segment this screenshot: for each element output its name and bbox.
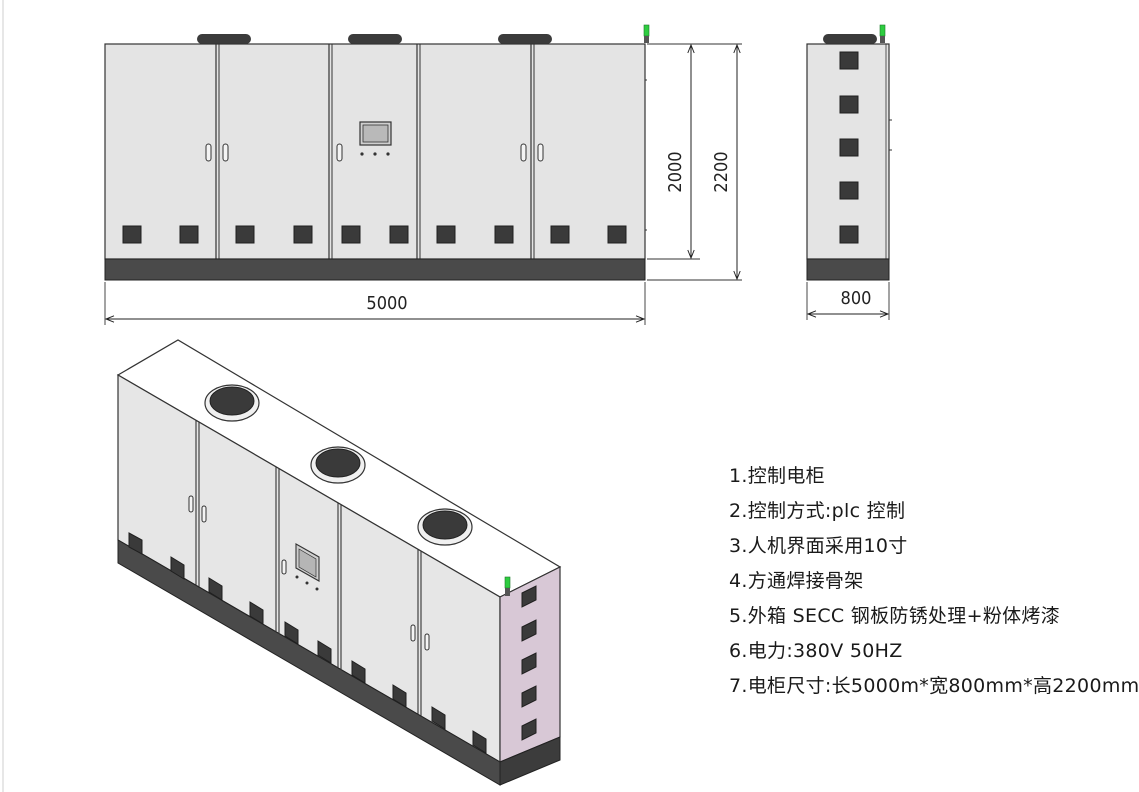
iso-roof-fans — [204, 384, 473, 546]
spec-note: 1.控制电柜 — [729, 465, 825, 487]
front-vents — [122, 225, 627, 244]
dim-depth-800: 800 — [841, 288, 872, 309]
spec-note: 3.人机界面采用10寸 — [729, 535, 908, 557]
iso-hmi-screen — [295, 543, 320, 591]
iso-door-dividers — [195, 420, 422, 717]
front-indicator-light — [643, 24, 650, 43]
dim-height-2200: 2200 — [711, 151, 732, 192]
spec-note: 5.外箱 SECC 钢板防锈处理+粉体烤漆 — [729, 605, 1061, 627]
spec-note: 6.电力:380V 50HZ — [729, 640, 903, 662]
iso-indicator-light — [504, 576, 511, 596]
side-base — [806, 258, 890, 281]
front-door-handles — [205, 143, 544, 162]
dim-width-5000: 5000 — [366, 293, 407, 314]
side-view: 800 — [806, 24, 892, 320]
front-view: 5000 2000 2200 — [104, 24, 742, 325]
side-indicator-light — [879, 24, 886, 43]
spec-note: 7.电柜尺寸:长5000m*宽800mm*高2200mm — [729, 675, 1139, 697]
front-roof-fans — [197, 34, 552, 44]
spec-note: 4.方通焊接骨架 — [729, 570, 864, 592]
dim-height-2000: 2000 — [665, 151, 686, 192]
isometric-view — [116, 339, 562, 786]
front-hmi-screen — [359, 121, 392, 156]
iso-side-vents — [521, 585, 537, 741]
front-base — [104, 258, 646, 281]
spec-notes-list: 1.控制电柜 2.控制方式:plc 控制 3.人机界面采用10寸 4.方通焊接骨… — [729, 463, 1139, 708]
side-vents — [839, 51, 859, 244]
iso-front-vents — [128, 532, 487, 754]
spec-note: 2.控制方式:plc 控制 — [729, 500, 906, 522]
iso-door-handles — [188, 495, 430, 651]
